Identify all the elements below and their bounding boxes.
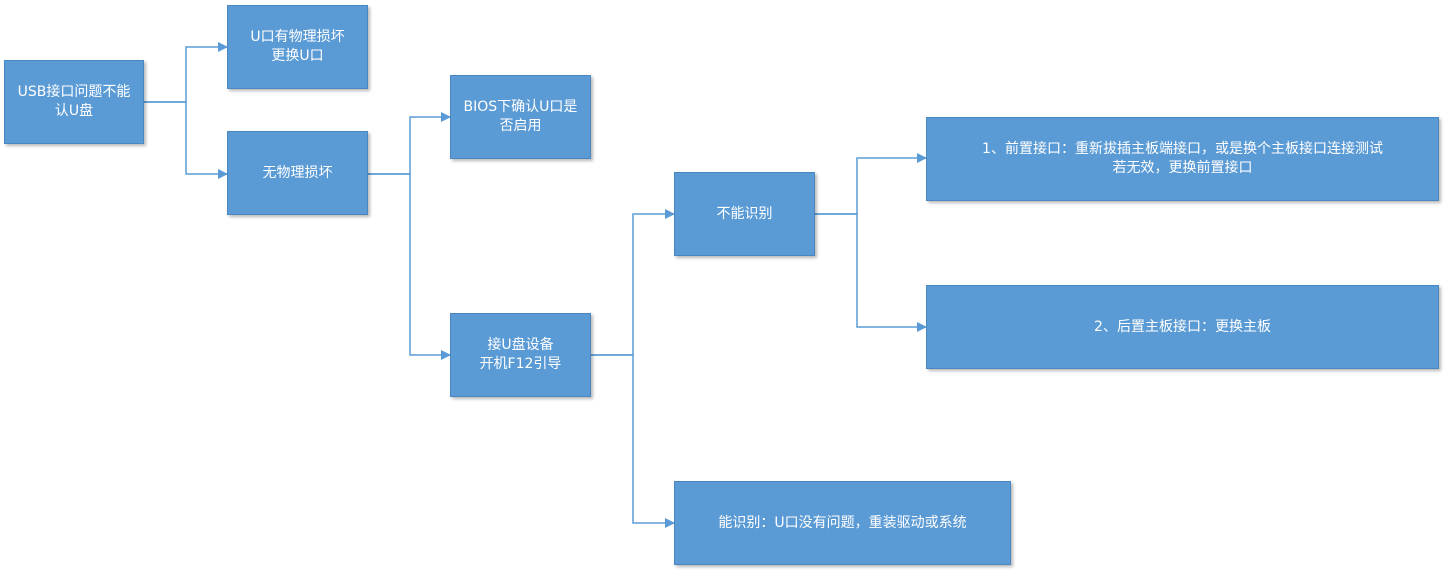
node-line: 开机F12引导 — [479, 356, 562, 372]
node-line: 能识别：U口没有问题，重装驱动或系统 — [718, 514, 967, 531]
node-line: BIOS下确认U口是 — [463, 99, 578, 115]
node-line: 更换U口 — [271, 48, 324, 64]
node-physical-damage-replace-port: U口有物理损坏 更换U口 — [227, 5, 368, 89]
node-line: 认U盘 — [54, 103, 94, 119]
connector-no-damage-to-f12-boot — [368, 173, 451, 360]
node-line: 无物理损坏 — [262, 164, 333, 181]
node-recognized-reinstall: 能识别：U口没有问题，重装驱动或系统 — [674, 481, 1011, 565]
node-rear-port-solution: 2、后置主板接口：更换主板 — [926, 285, 1439, 369]
connector-root-to-no-damage — [144, 101, 228, 179]
node-no-physical-damage: 无物理损坏 — [227, 131, 368, 215]
connector-not-recognized-to-rear-port — [815, 213, 927, 332]
node-line: USB接口问题不能 — [17, 84, 131, 100]
node-line: U口有物理损坏 — [250, 29, 345, 45]
connector-f12-to-recognized — [591, 354, 675, 528]
node-line: 否启用 — [499, 118, 542, 134]
node-line: 2、后置主板接口：更换主板 — [1094, 318, 1271, 335]
node-bios-check-port-enabled: BIOS下确认U口是 否启用 — [450, 75, 591, 159]
node-f12-boot-with-udisk: 接U盘设备 开机F12引导 — [450, 313, 591, 397]
node-line: 不能识别 — [716, 205, 773, 222]
node-line: 1、前置接口：重新拔插主板端接口，或是换个主板接口连接测试 — [982, 141, 1383, 157]
connector-root-to-physical-damage — [144, 42, 228, 103]
connector-f12-to-not-recognized — [591, 209, 675, 356]
connector-no-damage-to-bios-check — [368, 112, 451, 175]
node-not-recognized: 不能识别 — [674, 172, 815, 256]
node-front-port-solution: 1、前置接口：重新拔插主板端接口，或是换个主板接口连接测试 若无效，更换前置接口 — [926, 117, 1439, 201]
node-line: 接U盘设备 — [487, 337, 554, 353]
node-usb-not-recognizing-udisk: USB接口问题不能 认U盘 — [4, 60, 144, 144]
node-line: 若无效，更换前置接口 — [1112, 160, 1253, 176]
connector-not-recognized-to-front-port — [815, 153, 927, 215]
